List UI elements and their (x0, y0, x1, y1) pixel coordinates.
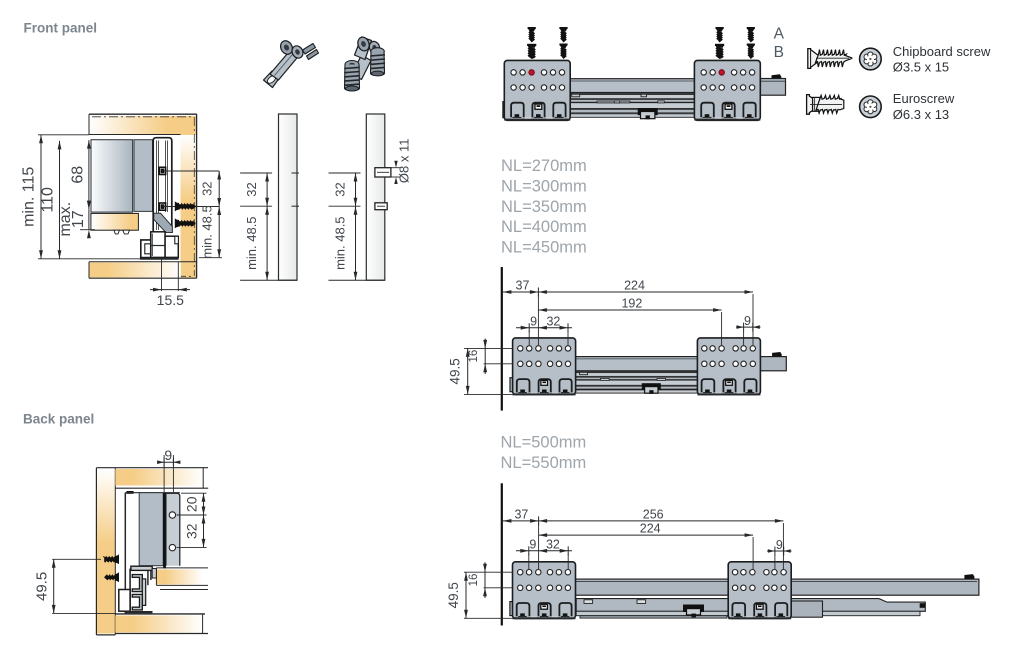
svg-text:16: 16 (468, 350, 480, 363)
svg-text:32: 32 (199, 181, 214, 195)
svg-text:16: 16 (468, 574, 480, 587)
svg-text:15.5: 15.5 (157, 292, 184, 308)
svg-text:224: 224 (640, 522, 661, 536)
svg-text:Ø3.5 x 15: Ø3.5 x 15 (893, 60, 949, 75)
svg-text:110: 110 (39, 187, 56, 213)
svg-text:49.5: 49.5 (34, 572, 51, 601)
svg-text:Ø6.3 x 13: Ø6.3 x 13 (893, 107, 949, 122)
svg-text:224: 224 (624, 278, 645, 292)
svg-text:32: 32 (546, 314, 560, 328)
svg-text:20: 20 (183, 496, 199, 512)
svg-text:256: 256 (643, 507, 664, 521)
svg-text:min. 48.5: min. 48.5 (333, 216, 348, 269)
svg-text:9: 9 (744, 314, 751, 328)
svg-text:NL=500mm: NL=500mm (501, 434, 587, 452)
svg-text:9: 9 (164, 447, 172, 463)
svg-text:Back panel: Back panel (23, 411, 94, 426)
svg-text:NL=270mm: NL=270mm (501, 157, 587, 175)
svg-text:A: A (774, 25, 785, 42)
svg-text:68: 68 (70, 166, 87, 184)
svg-text:max.: max. (57, 202, 74, 237)
svg-text:NL=350mm: NL=350mm (501, 198, 587, 216)
svg-text:9: 9 (776, 538, 783, 552)
svg-text:min. 48.5: min. 48.5 (244, 216, 259, 269)
svg-text:49.5: 49.5 (447, 358, 462, 384)
svg-text:NL=400mm: NL=400mm (501, 218, 587, 236)
svg-text:NL=550mm: NL=550mm (501, 454, 587, 472)
svg-text:B: B (774, 44, 784, 61)
svg-text:32: 32 (183, 523, 199, 539)
svg-text:min. 48.5: min. 48.5 (200, 205, 215, 258)
svg-text:Chipboard screw: Chipboard screw (893, 44, 991, 59)
svg-text:32: 32 (244, 182, 259, 196)
svg-text:Front panel: Front panel (24, 21, 98, 36)
svg-text:37: 37 (514, 507, 528, 521)
svg-text:49.5: 49.5 (446, 582, 461, 608)
svg-text:Euroscrew: Euroscrew (893, 91, 955, 106)
svg-text:9: 9 (529, 538, 536, 552)
svg-text:9: 9 (530, 314, 537, 328)
svg-text:32: 32 (333, 182, 348, 196)
svg-text:NL=450mm: NL=450mm (501, 238, 587, 256)
svg-text:32: 32 (546, 538, 560, 552)
svg-text:min. 115: min. 115 (21, 167, 38, 227)
svg-text:37: 37 (516, 278, 530, 292)
svg-text:192: 192 (621, 296, 642, 310)
svg-text:Ø8 x 11: Ø8 x 11 (397, 139, 412, 184)
svg-text:17: 17 (70, 210, 87, 228)
svg-text:NL=300mm: NL=300mm (501, 178, 587, 196)
